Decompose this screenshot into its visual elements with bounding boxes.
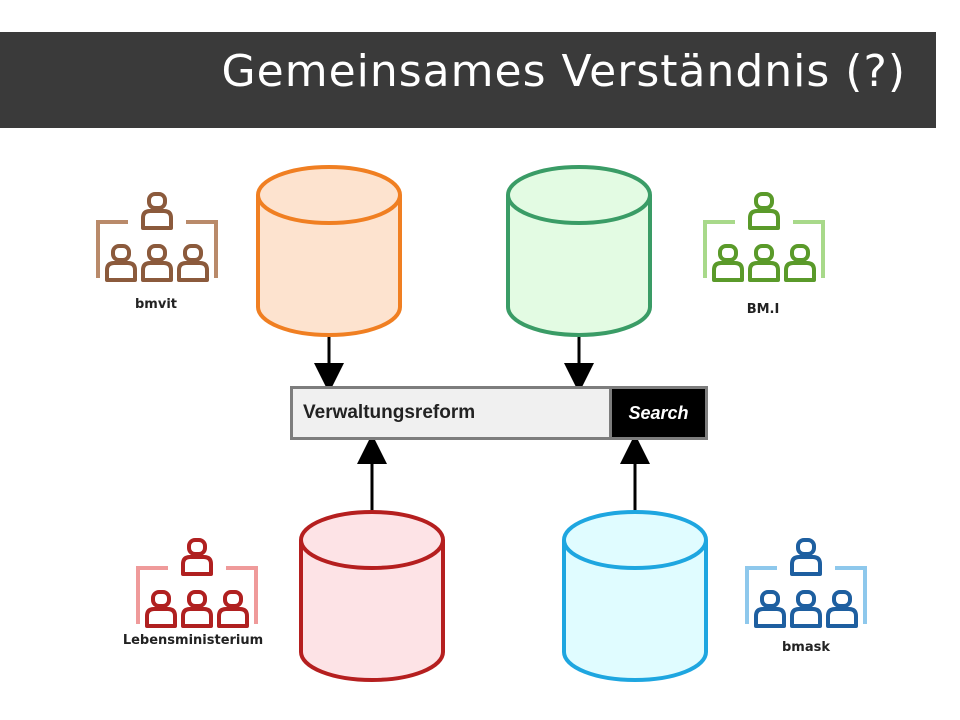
database-bmvit bbox=[256, 165, 402, 337]
database-bmask bbox=[562, 510, 708, 682]
org-chart-icon bbox=[745, 538, 867, 628]
org-chart-icon bbox=[703, 192, 825, 282]
page-title: Gemeinsames Verständnis (?) bbox=[221, 46, 906, 97]
search-input[interactable] bbox=[293, 389, 611, 437]
title-bar: Gemeinsames Verständnis (?) bbox=[0, 32, 936, 128]
org-label-bmvit: bmvit bbox=[135, 297, 177, 312]
org-label-lebensministerium: Lebensministerium bbox=[122, 633, 264, 648]
org-chart-icon bbox=[136, 538, 258, 628]
database-lebensministerium bbox=[299, 510, 445, 682]
database-bmi bbox=[506, 165, 652, 337]
search-button[interactable]: Search bbox=[609, 389, 705, 437]
org-label-bmi: BM.I bbox=[746, 302, 780, 317]
search-box: Search bbox=[290, 386, 708, 440]
org-label-bmask: bmask bbox=[781, 640, 830, 655]
org-chart-icon bbox=[96, 192, 218, 282]
